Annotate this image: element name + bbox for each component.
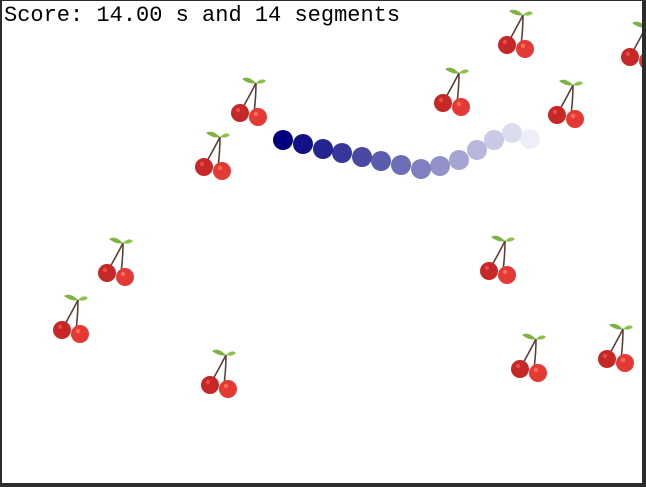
segments-label: segments (294, 3, 401, 28)
cherry-icon (433, 66, 471, 117)
cherry-icon (597, 322, 635, 373)
cherry-icon (194, 130, 232, 181)
cherry-icon (497, 8, 535, 59)
cherry-icon (230, 76, 268, 127)
snake-segment (313, 139, 333, 159)
snake-segment (293, 134, 313, 154)
cherry-icon (547, 78, 585, 129)
cherry-icon (97, 236, 135, 287)
snake-segment (332, 143, 352, 163)
snake-segment (449, 150, 469, 170)
snake-segment (502, 123, 522, 143)
snake-segment (520, 129, 540, 149)
score-display: Score: 14.00 s and 14 segments (4, 3, 400, 29)
cherry-icon (620, 20, 642, 71)
snake-segment (467, 140, 487, 160)
cherry-icon (200, 348, 238, 399)
snake (273, 123, 540, 179)
score-time-value: 14.00 (96, 3, 163, 28)
snake-segment (371, 151, 391, 171)
cherry-icon (510, 332, 548, 383)
snake-segment (352, 147, 372, 167)
score-time-unit: s (175, 3, 189, 28)
score-label: Score: (4, 3, 84, 28)
snake-segment (484, 130, 504, 150)
score-joiner: and (202, 3, 242, 28)
snake-segment (430, 156, 450, 176)
snake-head (273, 130, 293, 150)
cherry-icon (52, 293, 90, 344)
cherry-icon (479, 234, 517, 285)
snake-segment (391, 155, 411, 175)
snake-segment (411, 159, 431, 179)
segment-count: 14 (254, 3, 282, 28)
